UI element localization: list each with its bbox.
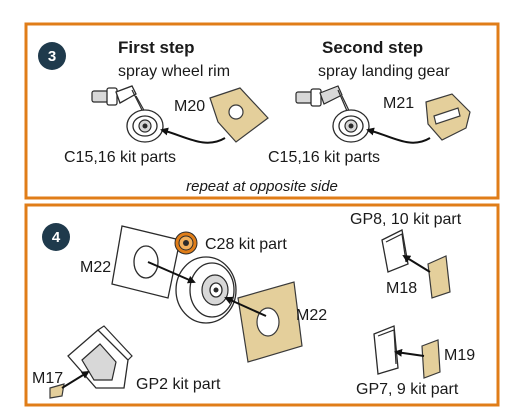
label-m18: M18 [386, 280, 417, 297]
wheel-drawing [175, 256, 237, 324]
gp8-part-drawing [381, 229, 409, 273]
c28-part-icon [174, 231, 198, 255]
second-step-subtitle: spray landing gear [318, 63, 450, 80]
label-gp2: GP2 kit part [136, 376, 221, 393]
parts-label-first: C15,16 kit parts [64, 149, 176, 166]
first-step-subtitle: spray wheel rim [118, 63, 230, 80]
label-m19: M19 [444, 347, 475, 364]
arrow-m18-to-gp8 [402, 254, 431, 273]
parts-label-second: C15,16 kit parts [268, 149, 380, 166]
step-3-panel: 3 First step spray wheel rim M20 C15,16 … [24, 22, 500, 200]
label-gp8: GP8, 10 kit part [350, 211, 462, 228]
arrow-m22-left-to-wheel [147, 261, 196, 284]
repeat-note: repeat at opposite side [186, 178, 338, 195]
arrow-m21-to-gear [366, 127, 431, 144]
svg-text:4: 4 [52, 229, 61, 246]
mask-m22-left [111, 225, 181, 299]
gp2-part-drawing [67, 325, 133, 389]
arrow-m22-right-to-wheel [224, 296, 267, 317]
mask-m21 [425, 93, 471, 141]
label-m17: M17 [32, 370, 63, 387]
arrow-m19-to-gp7 [394, 348, 425, 357]
label-gp7: GP7, 9 kit part [356, 381, 459, 398]
mask-m19 [421, 339, 441, 379]
mask-label-m21: M21 [383, 95, 414, 112]
gp7-part-drawing [373, 325, 399, 375]
mask-m20 [209, 87, 269, 143]
step-3-badge: 3 [38, 42, 66, 70]
mask-m17 [49, 383, 65, 399]
second-step-title: Second step [322, 38, 423, 57]
step-4-panel: 4 M22 C28 kit part M22 [24, 203, 500, 407]
mask-label-m20: M20 [174, 98, 205, 115]
arrow-m20-to-wheel [160, 127, 226, 144]
landing-gear-drawing-second [295, 85, 370, 143]
mask-m18 [427, 255, 451, 299]
label-m22-left: M22 [80, 259, 111, 276]
arrow-m17-to-gp2 [61, 370, 90, 389]
landing-gear-drawing-first [91, 85, 164, 143]
label-c28: C28 kit part [205, 236, 287, 253]
step-4-badge: 4 [42, 223, 70, 251]
label-m22-right: M22 [296, 307, 327, 324]
first-step-title: First step [118, 38, 195, 57]
svg-text:3: 3 [48, 48, 56, 65]
